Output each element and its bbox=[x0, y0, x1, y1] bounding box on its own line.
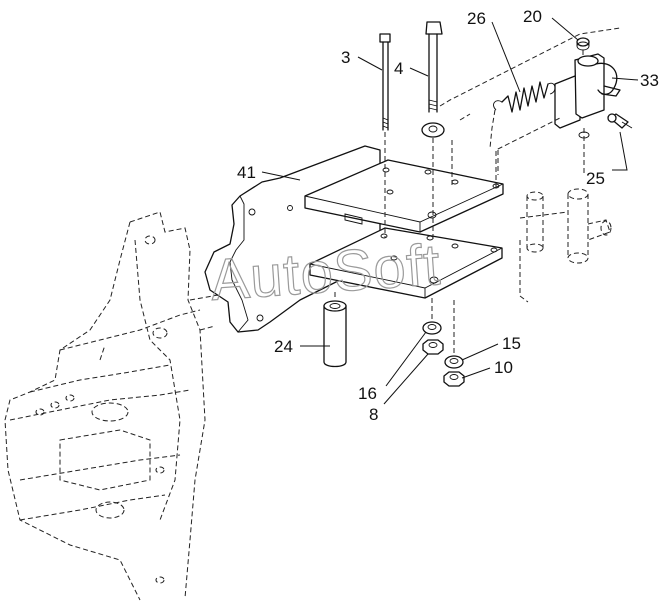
label-part-41: 41 bbox=[237, 163, 256, 182]
part-24-sleeve bbox=[323, 292, 347, 368]
label-part-8: 8 bbox=[369, 405, 378, 424]
part-3-bolt bbox=[379, 33, 391, 238]
label-part-20: 20 bbox=[523, 7, 542, 26]
part-25-grease-fitting bbox=[607, 113, 633, 129]
leader-lines bbox=[261, 17, 639, 405]
part-33-lock-housing bbox=[554, 53, 621, 175]
label-part-3: 3 bbox=[341, 48, 350, 67]
part-15-washer bbox=[444, 300, 464, 369]
frame-bracket-outline bbox=[4, 211, 236, 601]
label-part-4: 4 bbox=[394, 59, 403, 78]
part-16-washer bbox=[422, 298, 442, 335]
pivot-pin-assembly-outline bbox=[439, 27, 621, 303]
label-part-26: 26 bbox=[467, 9, 486, 28]
callout-labels: 3 4 26 20 33 25 41 24 15 10 16 8 bbox=[237, 7, 659, 424]
label-part-24: 24 bbox=[274, 337, 293, 356]
part-20-nut bbox=[576, 37, 590, 56]
upper-plate bbox=[304, 159, 504, 233]
part-26-spring bbox=[489, 81, 556, 149]
label-part-25: 25 bbox=[586, 169, 605, 188]
label-part-10: 10 bbox=[494, 358, 513, 377]
label-part-16: 16 bbox=[358, 384, 377, 403]
label-part-15: 15 bbox=[502, 334, 521, 353]
label-part-33: 33 bbox=[640, 71, 659, 90]
part-8-nut bbox=[422, 339, 444, 355]
part-10-nut bbox=[443, 371, 465, 387]
part-4-bolt bbox=[421, 21, 445, 240]
